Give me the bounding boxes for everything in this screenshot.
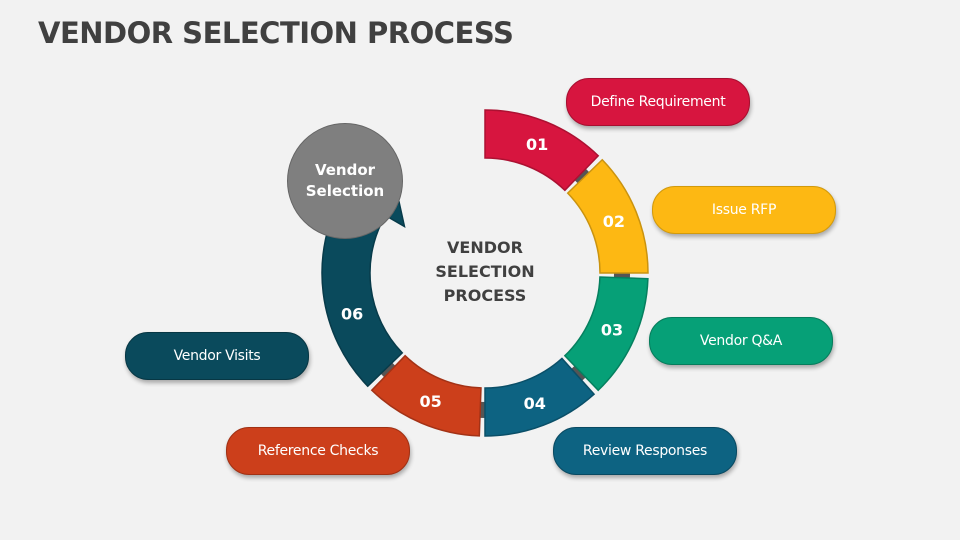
step-label-5: Reference Checks [226, 427, 410, 475]
center-title: VENDOR SELECTION PROCESS [425, 236, 545, 308]
step-label-6: Vendor Visits [125, 332, 309, 380]
step-label-4: Review Responses [553, 427, 737, 475]
step-number-2: 02 [603, 212, 625, 231]
goal-line-1: Vendor [314, 161, 376, 179]
step-number-4: 04 [524, 394, 546, 413]
step-number-6: 06 [341, 305, 363, 324]
step-number-5: 05 [420, 392, 442, 411]
center-line-1: VENDOR [447, 238, 523, 257]
step-segment-2 [566, 158, 649, 274]
connector [574, 168, 590, 184]
step-segment-1 [484, 109, 600, 192]
step-segment-3 [563, 276, 649, 392]
step-segment-4 [484, 357, 596, 437]
goal-line-2: Selection [305, 182, 385, 200]
step-label-3: Vendor Q&A [649, 317, 833, 365]
center-line-3: PROCESS [443, 286, 527, 305]
connector [570, 365, 587, 382]
connector [380, 362, 396, 378]
step-segment-5 [370, 354, 482, 437]
page-title: VENDOR SELECTION PROCESS [38, 16, 514, 50]
step-label-2: Issue RFP [652, 186, 836, 234]
center-line-2: SELECTION [435, 262, 535, 281]
step-number-3: 03 [601, 321, 623, 340]
step-label-1: Define Requirement [566, 78, 750, 126]
step-number-1: 01 [526, 135, 548, 154]
